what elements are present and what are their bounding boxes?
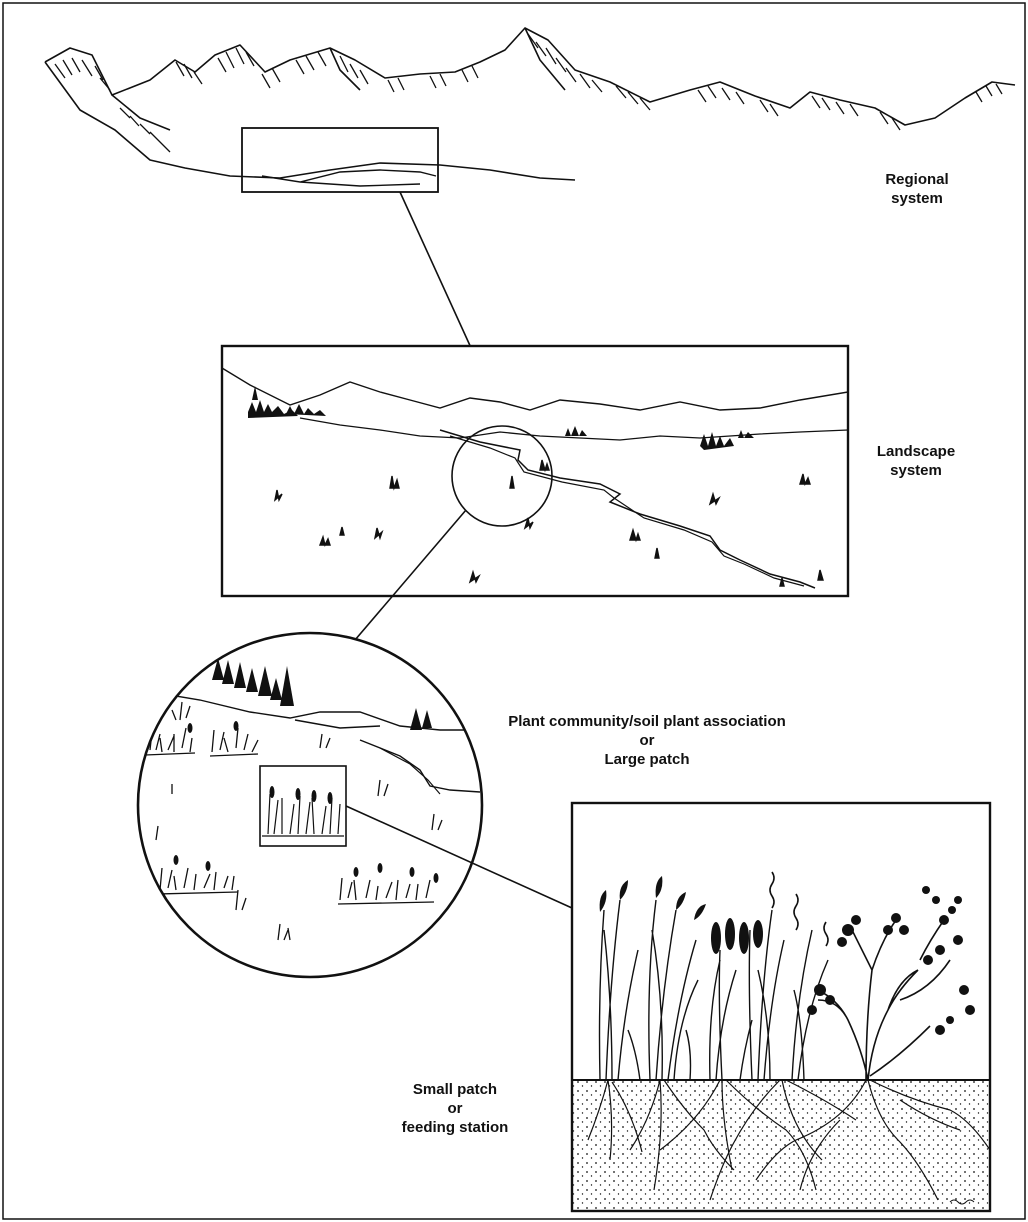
soil-layer <box>572 1080 990 1211</box>
label-line: Plant community/soil plant association <box>462 712 832 731</box>
label-regional-system: Regional system <box>862 170 972 208</box>
label-landscape-system: Landscape system <box>856 442 976 480</box>
connector-regional-landscape <box>400 192 472 350</box>
label-line: system <box>862 189 972 208</box>
label-small-patch: Small patch or feeding station <box>380 1080 530 1137</box>
label-plant-community: Plant community/soil plant association o… <box>462 712 832 769</box>
label-line: Regional <box>862 170 972 189</box>
label-line: Landscape <box>856 442 976 461</box>
label-line: system <box>856 461 976 480</box>
label-line: or <box>380 1099 530 1118</box>
regional-hatching <box>55 34 1002 152</box>
label-line: feeding station <box>380 1118 530 1137</box>
label-line: or <box>462 731 832 750</box>
label-line: Large patch <box>462 750 832 769</box>
label-line: Small patch <box>380 1080 530 1099</box>
regional-valley-line <box>262 170 436 186</box>
regional-zoom-box <box>242 128 438 192</box>
regional-mountains <box>45 28 1015 180</box>
